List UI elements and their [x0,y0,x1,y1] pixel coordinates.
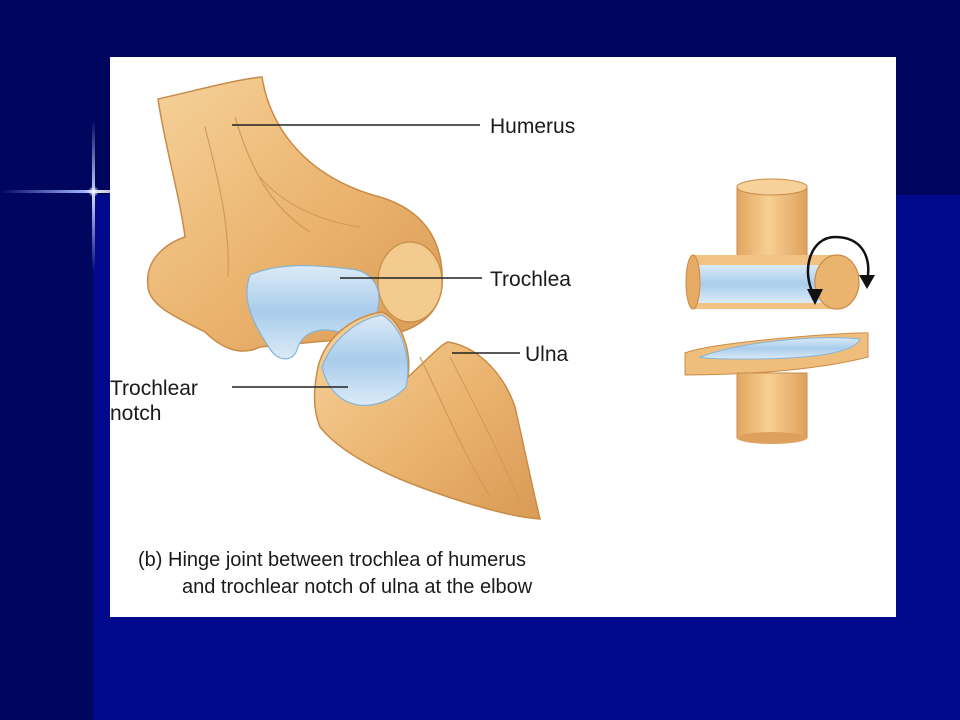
background-left-band [0,0,93,720]
figure-caption: (b) Hinge joint between trochlea of hume… [138,547,532,601]
label-trochlear-notch-line1: Trochlear [110,377,198,400]
elbow-illustration [146,76,875,520]
caption-line-1: (b) Hinge joint between trochlea of hume… [138,549,526,571]
caption-line-2: and trochlear notch of ulna at the elbow [182,576,533,598]
label-humerus: Humerus [490,115,576,138]
label-trochlear-notch-line2: notch [110,402,162,425]
rotation-arrow-icon [806,235,870,298]
label-trochlea: Trochlea [490,268,571,291]
ulna-bone [313,311,541,520]
sparkle-horizontal [0,190,170,193]
sparkle-star-icon [88,186,99,197]
hinge-model [684,178,875,444]
diagram-panel: Humerus Trochlea Ulna Trochlear notch (b… [110,57,896,617]
label-ulna: Ulna [525,343,569,366]
